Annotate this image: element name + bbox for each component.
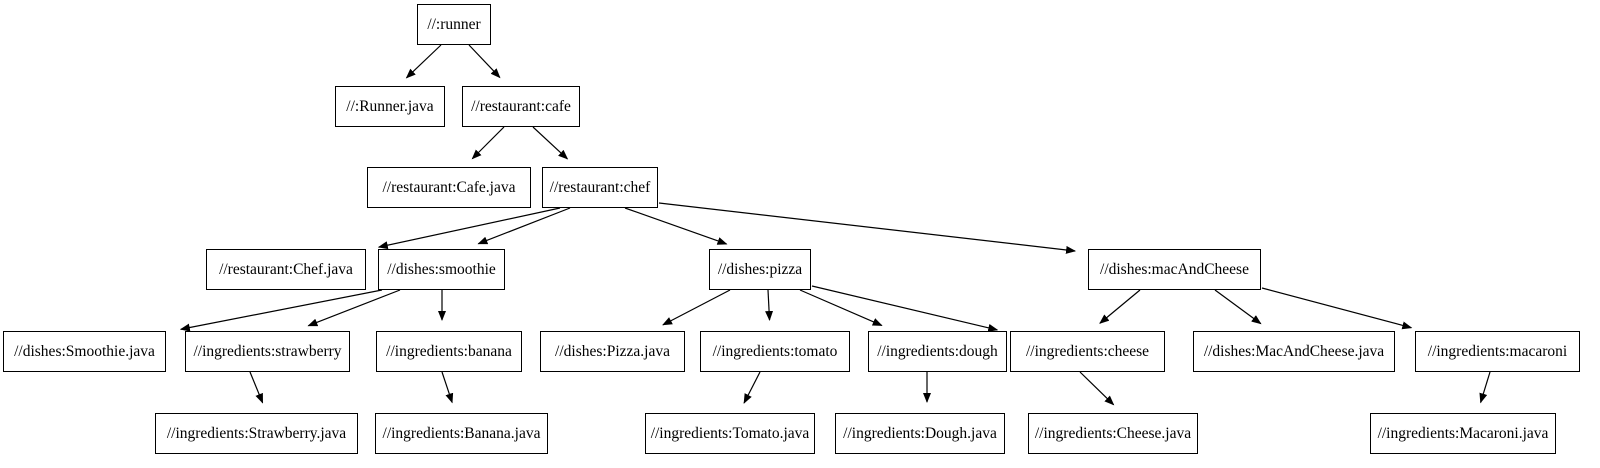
graph-node-ing_dough[interactable]: //ingredients:dough: [868, 331, 1007, 372]
graph-node-dishes_pizza[interactable]: //dishes:pizza: [709, 249, 811, 290]
graph-node-chef_java[interactable]: //restaurant:Chef.java: [206, 249, 366, 290]
graph-node-label: //ingredients:macaroni: [1427, 342, 1568, 360]
graph-node-label: //dishes:Smoothie.java: [14, 342, 155, 360]
graph-node-restaurant_cafe[interactable]: //restaurant:cafe: [462, 86, 580, 127]
graph-node-cafe_java[interactable]: //restaurant:Cafe.java: [367, 167, 531, 208]
graph-edge-ing_tomato-to-tomato_java: [743, 371, 761, 404]
graph-edge-dishes_smoothie-to-ing_strawberry: [307, 289, 401, 327]
graph-node-label: //restaurant:cafe: [471, 97, 571, 115]
graph-node-runner[interactable]: //:runner: [417, 4, 491, 45]
graph-edge-restaurant_chef-to-chef_java: [377, 207, 561, 250]
graph-node-strawberry_java[interactable]: //ingredients:Strawberry.java: [155, 413, 358, 454]
graph-node-banana_java[interactable]: //ingredients:Banana.java: [375, 413, 548, 454]
graph-node-label: //ingredients:dough: [877, 342, 998, 360]
graph-node-label: //ingredients:Banana.java: [382, 424, 541, 442]
graph-node-label: //dishes:pizza: [717, 260, 803, 278]
graph-node-cheese_java[interactable]: //ingredients:Cheese.java: [1028, 413, 1198, 454]
graph-edge-restaurant_chef-to-dishes_smoothie: [477, 207, 571, 245]
graph-node-label: //dishes:macAndCheese: [1100, 260, 1249, 278]
graph-edge-dishes_pizza-to-ing_dough: [799, 289, 883, 326]
graph-node-ing_tomato[interactable]: //ingredients:tomato: [700, 331, 850, 372]
graph-edge-dishes_pizza-to-ing_tomato: [765, 289, 774, 322]
graph-edge-ing_macaroni-to-macaroni_java: [1479, 371, 1491, 404]
graph-edge-dishes_smoothie-to-smoothie_java: [179, 289, 383, 332]
graph-node-dishes_macandchz[interactable]: //dishes:macAndCheese: [1088, 249, 1261, 290]
graph-node-ing_banana[interactable]: //ingredients:banana: [376, 331, 522, 372]
graph-node-label: //restaurant:Chef.java: [219, 260, 353, 278]
graph-node-ing_cheese[interactable]: //ingredients:cheese: [1010, 331, 1165, 372]
graph-node-label: //dishes:Pizza.java: [555, 342, 670, 360]
graph-node-ing_strawberry[interactable]: //ingredients:strawberry: [185, 331, 350, 372]
graph-node-pizza_java[interactable]: //dishes:Pizza.java: [540, 331, 685, 372]
graph-node-label: //ingredients:Dough.java: [843, 424, 997, 442]
graph-edge-restaurant_cafe-to-cafe_java: [471, 126, 505, 160]
graph-node-restaurant_chef[interactable]: //restaurant:chef: [542, 167, 658, 208]
graph-node-macaroni_java[interactable]: //ingredients:Macaroni.java: [1370, 413, 1556, 454]
graph-node-label: //ingredients:Strawberry.java: [166, 424, 347, 442]
graph-edge-ing_banana-to-banana_java: [441, 371, 454, 404]
graph-node-label: //ingredients:Macaroni.java: [1377, 424, 1549, 442]
graph-edge-dishes_macandchz-to-macandchz_java: [1214, 289, 1262, 325]
graph-node-runner_java[interactable]: //:Runner.java: [335, 86, 445, 127]
graph-edge-dishes_macandchz-to-ing_macaroni: [1261, 287, 1413, 330]
graph-node-label: //ingredients:tomato: [712, 342, 838, 360]
graph-edge-dishes_pizza-to-ing_cheese: [811, 285, 999, 332]
graph-edge-runner-to-restaurant_cafe: [468, 44, 501, 79]
graph-edge-dishes_pizza-to-pizza_java: [662, 289, 731, 326]
graph-node-label: //ingredients:strawberry: [193, 342, 342, 360]
graph-edge-ing_strawberry-to-strawberry_java: [249, 371, 264, 404]
graph-node-label: //ingredients:Cheese.java: [1034, 424, 1192, 442]
graph-node-label: //ingredients:Tomato.java: [650, 424, 810, 442]
graph-node-tomato_java[interactable]: //ingredients:Tomato.java: [645, 413, 815, 454]
graph-node-label: //dishes:smoothie: [387, 260, 496, 278]
graph-edge-ing_cheese-to-cheese_java: [1079, 371, 1115, 406]
graph-node-label: //dishes:MacAndCheese.java: [1203, 342, 1385, 360]
graph-node-label: //restaurant:chef: [549, 178, 651, 196]
graph-edge-restaurant_cafe-to-restaurant_chef: [532, 126, 569, 160]
graph-node-label: //:runner: [427, 15, 481, 33]
graph-node-label: //ingredients:cheese: [1025, 342, 1150, 360]
graph-node-label: //ingredients:banana: [386, 342, 512, 360]
graph-node-dough_java[interactable]: //ingredients:Dough.java: [835, 413, 1005, 454]
graph-edge-dishes_macandchz-to-ing_cheese: [1099, 289, 1141, 324]
graph-node-ing_macaroni[interactable]: //ingredients:macaroni: [1415, 331, 1580, 372]
graph-edge-restaurant_chef-to-dishes_pizza: [624, 207, 728, 245]
edges-group: [179, 44, 1491, 406]
graph-edge-runner-to-runner_java: [405, 44, 442, 79]
graph-node-dishes_smoothie[interactable]: //dishes:smoothie: [378, 249, 505, 290]
graph-node-label: //:Runner.java: [346, 97, 434, 115]
graph-edge-restaurant_chef-to-dishes_macandchz: [658, 202, 1077, 254]
graph-node-macandchz_java[interactable]: //dishes:MacAndCheese.java: [1193, 331, 1395, 372]
graph-node-smoothie_java[interactable]: //dishes:Smoothie.java: [3, 331, 166, 372]
graph-node-label: //restaurant:Cafe.java: [382, 178, 516, 196]
